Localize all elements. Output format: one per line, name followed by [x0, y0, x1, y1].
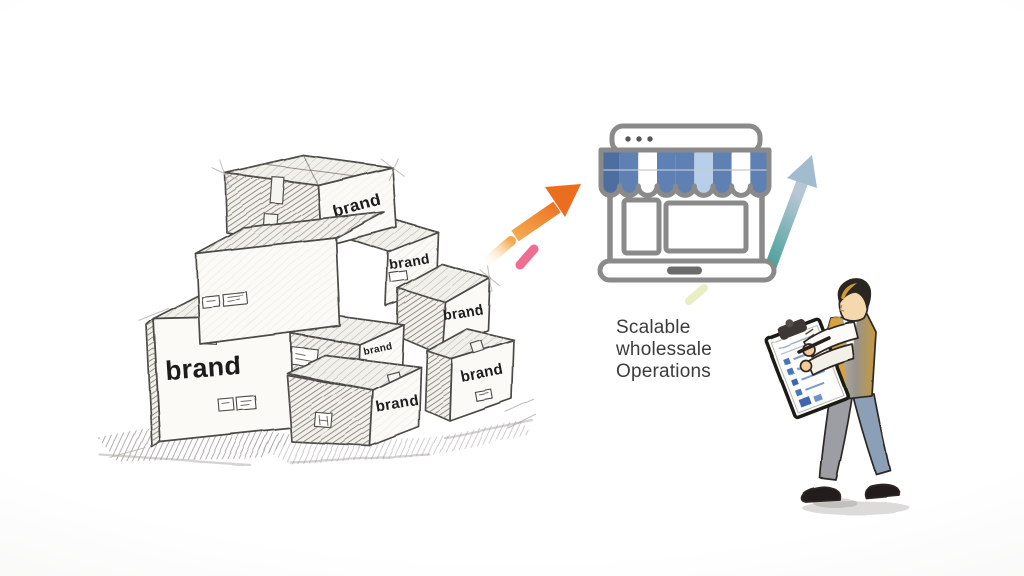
- shipping-label: [217, 395, 258, 413]
- brand-label: brand: [164, 350, 242, 385]
- growth-arrow-teal: [764, 155, 817, 271]
- hair-highlight: [841, 283, 857, 300]
- browser-dots-icon: [625, 136, 653, 142]
- shoe-left: [800, 486, 842, 503]
- box-bottom-right: brand: [424, 328, 537, 429]
- hand-left: [799, 359, 813, 373]
- merchant-person: [764, 278, 910, 515]
- arrowhead: [787, 155, 817, 188]
- box-mid-left: [195, 211, 385, 345]
- storefront-icon: [597, 123, 777, 283]
- box-bottom-middle: brand: [286, 354, 422, 447]
- trackpad: [667, 266, 702, 275]
- pen: [797, 336, 831, 354]
- brand-label: brand: [388, 250, 431, 273]
- arm-upper: [803, 321, 859, 358]
- caption-line-3: Operations: [616, 361, 711, 382]
- caption: Scalable wholessale Operations: [616, 317, 712, 383]
- tape-strip: [269, 175, 285, 205]
- brand-label: brand: [442, 301, 484, 323]
- tape-strip: [469, 339, 486, 355]
- caption-line-1: Scalable: [616, 317, 691, 338]
- awning: [598, 147, 772, 198]
- clipboard-clip: [777, 319, 807, 340]
- growth-arrow-orange: [485, 184, 581, 264]
- caption-line-2: wholessale: [616, 339, 712, 360]
- shipping-label: [388, 270, 409, 283]
- shipping-label: [474, 389, 494, 402]
- arrowhead: [545, 184, 581, 217]
- hair: [837, 278, 872, 309]
- trouser-back-leg: [852, 393, 891, 475]
- dash-pink: [515, 244, 539, 270]
- box-pile: brand brand brand: [98, 154, 537, 467]
- store-window: [663, 200, 749, 254]
- shipping-label: [200, 291, 249, 309]
- store-door: [621, 197, 662, 256]
- shoe-right: [864, 483, 900, 499]
- dash-green: [685, 284, 708, 305]
- tape-h-mark: [313, 411, 334, 429]
- arm-lower: [806, 343, 855, 376]
- nose-line: [839, 304, 845, 312]
- trouser-front-leg: [819, 395, 853, 481]
